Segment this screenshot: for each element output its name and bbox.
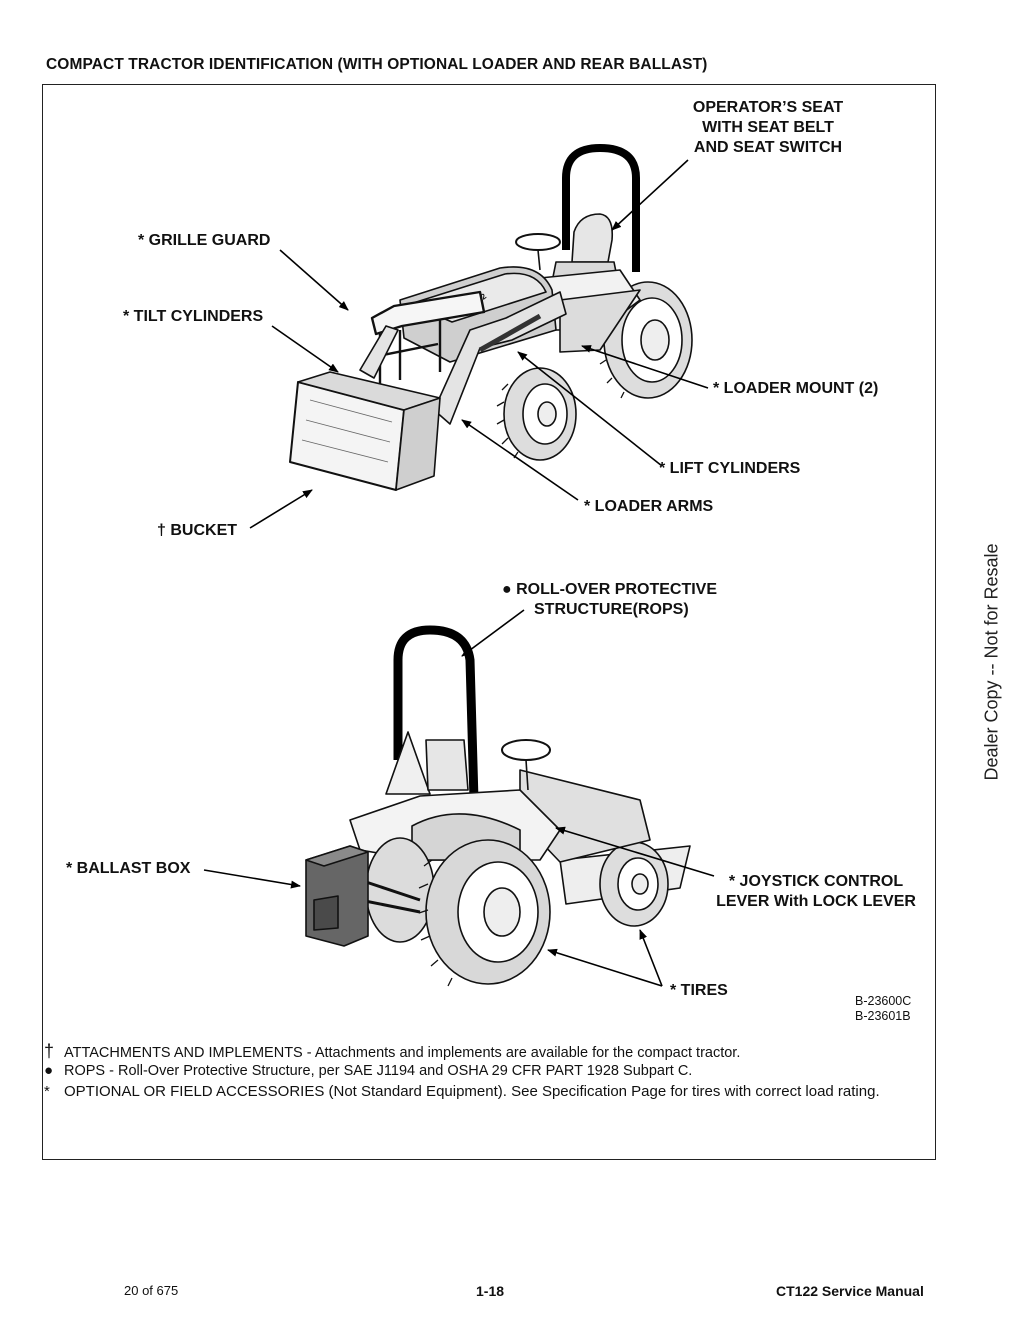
front-tire bbox=[496, 367, 577, 461]
footer-page-count: 20 of 675 bbox=[124, 1283, 179, 1298]
rops-bar bbox=[562, 144, 640, 272]
label-joystick-line1: * JOYSTICK CONTROL bbox=[728, 873, 904, 890]
figure-code: B-23600C B-23601B bbox=[855, 994, 911, 1024]
front-view-arrows bbox=[249, 159, 709, 529]
label-rops: ● ROLL-OVER PROTECTIVE STRUCTURE(ROPS) bbox=[502, 580, 717, 620]
note-optional-text: OPTIONAL OR FIELD ACCESSORIES (Not Stand… bbox=[64, 1083, 880, 1100]
label-rops-line2: STRUCTURE(ROPS) bbox=[534, 601, 689, 618]
figure-code-2: B-23601B bbox=[855, 1009, 911, 1023]
ballast-box bbox=[305, 845, 369, 947]
loader-bucket bbox=[289, 371, 441, 491]
page-title: COMPACT TRACTOR IDENTIFICATION (WITH OPT… bbox=[46, 56, 708, 73]
note-rops: ● ROPS - Roll-Over Protective Structure, … bbox=[44, 1062, 692, 1080]
note-rops-text: ROPS - Roll-Over Protective Structure, p… bbox=[64, 1063, 693, 1079]
arrow-grille-guard bbox=[279, 249, 349, 311]
arrow-ballast-box bbox=[203, 869, 301, 889]
dagger-symbol: † bbox=[44, 1041, 55, 1061]
asterisk-symbol: * bbox=[44, 1083, 50, 1100]
label-tilt-cylinders: * TILT CYLINDERS bbox=[123, 308, 264, 325]
arrow-bucket bbox=[249, 489, 313, 529]
bullet-symbol: ● bbox=[44, 1062, 54, 1079]
label-loader-mount: * LOADER MOUNT (2) bbox=[713, 380, 879, 397]
arrow-lift-cylinders bbox=[517, 351, 663, 467]
label-bucket: † BUCKET bbox=[157, 522, 238, 539]
label-joystick-line2: LEVER With LOCK LEVER bbox=[716, 893, 916, 910]
arrow-loader-mount bbox=[581, 345, 709, 389]
loader-arms bbox=[359, 291, 567, 425]
footer-manual-title: CT122 Service Manual bbox=[776, 1283, 924, 1299]
rear-tire-rear-view bbox=[418, 839, 551, 987]
rear-view-arrows bbox=[203, 609, 715, 987]
arrow-loader-arms bbox=[461, 419, 579, 501]
arrow-tire-front bbox=[639, 929, 663, 987]
note-optional: * OPTIONAL OR FIELD ACCESSORIES (Not Stan… bbox=[44, 1083, 880, 1101]
label-ballast-box: * BALLAST BOX bbox=[66, 860, 191, 877]
front-view-tractor: CT122 bbox=[289, 144, 693, 491]
front-tire-rear-view bbox=[599, 841, 669, 927]
label-lift-cylinders: * LIFT CYLINDERS bbox=[659, 460, 801, 477]
label-operators-seat: OPERATOR’S SEAT WITH SEAT BELT AND SEAT … bbox=[670, 98, 866, 158]
arrow-tire-rear bbox=[547, 948, 663, 987]
label-rops-line1: ● ROLL-OVER PROTECTIVE bbox=[502, 581, 718, 598]
figure-frame bbox=[42, 84, 936, 1160]
label-operators-seat-line1: OPERATOR’S SEAT bbox=[692, 99, 844, 116]
label-operators-seat-line3: AND SEAT SWITCH bbox=[693, 139, 843, 156]
note-attachments-text: ATTACHMENTS AND IMPLEMENTS - Attachments… bbox=[64, 1045, 741, 1061]
label-tires: * TIRES bbox=[670, 982, 728, 999]
arrow-operators-seat bbox=[611, 159, 689, 231]
watermark: Dealer Copy -- Not for Resale bbox=[981, 543, 1002, 781]
arrow-joystick bbox=[555, 826, 715, 877]
arrow-tilt-cylinders bbox=[271, 325, 339, 373]
footer-page-number: 1-18 bbox=[476, 1283, 505, 1299]
label-loader-arms: * LOADER ARMS bbox=[584, 498, 714, 515]
note-attachments: † ATTACHMENTS AND IMPLEMENTS - Attachment… bbox=[44, 1042, 740, 1062]
label-grille-guard: * GRILLE GUARD bbox=[138, 232, 271, 249]
rear-view-tractor bbox=[305, 625, 691, 987]
arrow-rops bbox=[461, 609, 525, 657]
label-operators-seat-line2: WITH SEAT BELT bbox=[702, 119, 834, 136]
figure-code-1: B-23600C bbox=[855, 994, 912, 1008]
label-joystick: * JOYSTICK CONTROL LEVER With LOCK LEVER bbox=[704, 872, 928, 912]
